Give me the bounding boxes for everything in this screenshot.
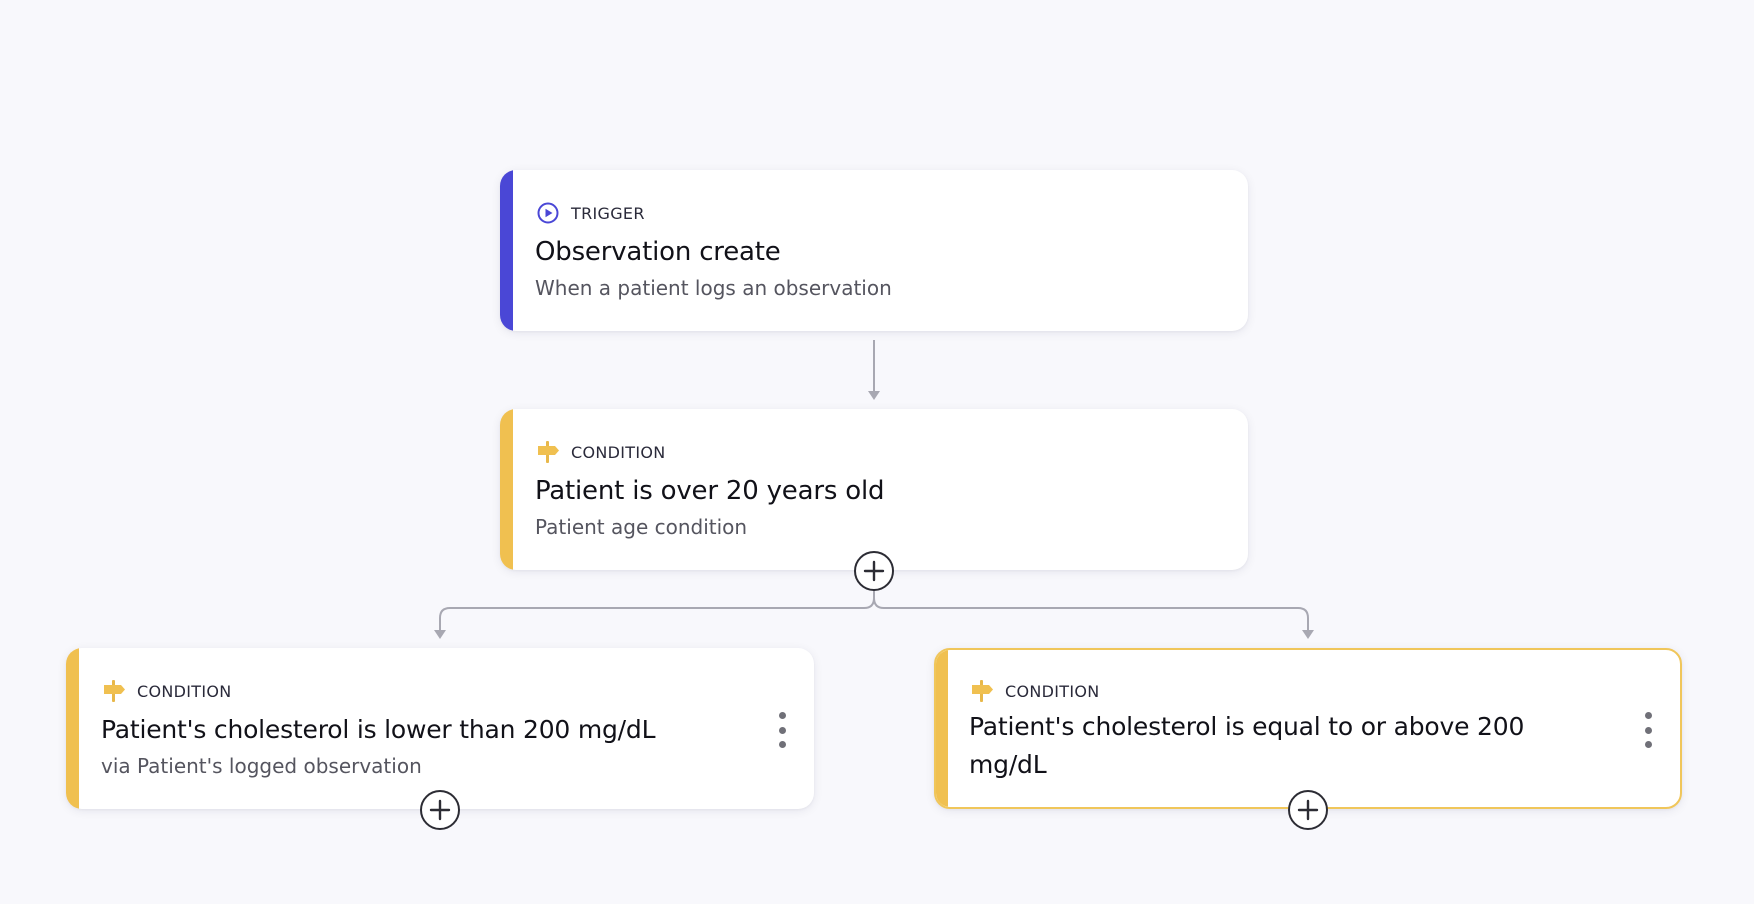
condition-accent-bar (66, 648, 79, 809)
condition-card-cholesterol-high[interactable]: CONDITION Patient's cholesterol is equal… (934, 648, 1682, 809)
trigger-subtitle: When a patient logs an observation (535, 276, 892, 300)
add-step-button[interactable] (420, 790, 460, 830)
trigger-card[interactable]: TRIGGER Observation create When a patien… (500, 170, 1248, 331)
signpost-icon (535, 439, 561, 465)
plus-icon (429, 799, 451, 821)
arrowhead-condition (868, 391, 880, 400)
connector-branch-left (439, 590, 875, 632)
arrowhead-left (434, 630, 446, 639)
condition-card-age[interactable]: CONDITION Patient is over 20 years old P… (500, 409, 1248, 570)
trigger-accent-bar (500, 170, 513, 331)
trigger-title: Observation create (535, 237, 781, 267)
plus-icon (863, 560, 885, 582)
condition-tag-label: CONDITION (137, 681, 232, 701)
condition-tag-label: CONDITION (571, 442, 666, 462)
condition-high-title: Patient's cholesterol is equal to or abo… (969, 712, 1525, 779)
signpost-icon (101, 678, 127, 704)
play-circle-icon (535, 200, 561, 226)
condition-accent-bar (936, 650, 948, 807)
condition-tag-label: CONDITION (1005, 681, 1100, 701)
signpost-icon (969, 678, 995, 704)
condition-card-cholesterol-low[interactable]: CONDITION Patient's cholesterol is lower… (66, 648, 814, 809)
condition-low-subtitle: via Patient's logged observation (101, 754, 422, 778)
trigger-tag-label: TRIGGER (571, 203, 645, 223)
condition-age-title: Patient is over 20 years old (535, 476, 885, 506)
more-options-icon[interactable] (774, 712, 790, 748)
add-step-button[interactable] (1288, 790, 1328, 830)
add-step-button[interactable] (854, 551, 894, 591)
arrowhead-right (1302, 630, 1314, 639)
connector-branch-right (873, 597, 1309, 632)
plus-icon (1297, 799, 1319, 821)
condition-age-subtitle: Patient age condition (535, 515, 748, 539)
condition-low-title: Patient's cholesterol is lower than 200 … (101, 715, 656, 744)
condition-accent-bar (500, 409, 513, 570)
more-options-icon[interactable] (1640, 712, 1656, 748)
